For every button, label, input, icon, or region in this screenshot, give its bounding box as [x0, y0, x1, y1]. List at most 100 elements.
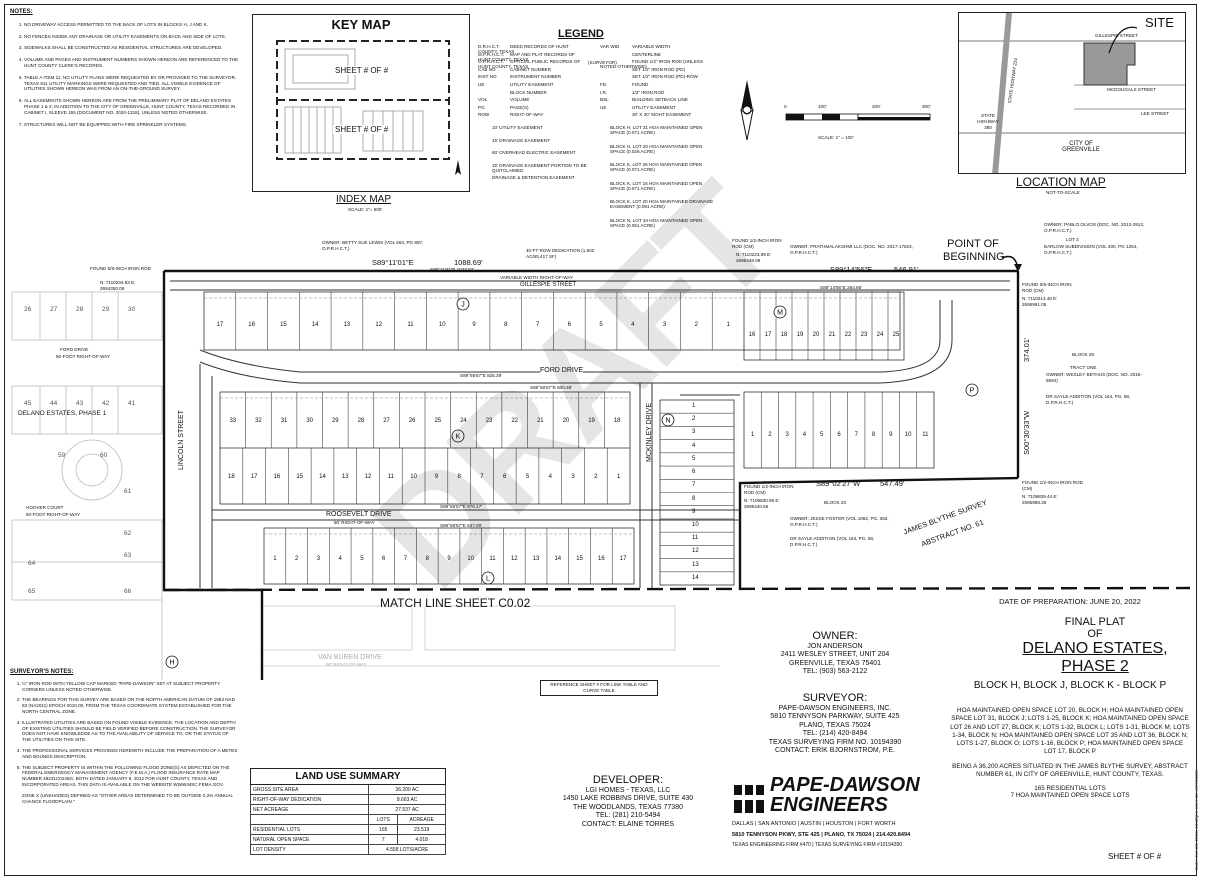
- land-use-cell: [249, 814, 370, 825]
- lot-number: 7: [854, 432, 858, 438]
- found-rod-1: FOUND 5/8-INCH IRON ROD: [90, 266, 151, 271]
- legend-row-abbr: FD.: [600, 82, 608, 87]
- ford-drive-label: FORD DRIVE: [540, 367, 584, 374]
- lot-number: 18: [228, 474, 235, 480]
- legend-row-abbr: M.P.R.H.C.T.: [478, 51, 505, 57]
- lot-number: 4: [548, 474, 552, 480]
- contact-line: THE WOODLANDS, TEXAS 77380: [573, 803, 683, 811]
- lot-number: 15: [280, 322, 287, 328]
- lot-number: 19: [588, 418, 595, 424]
- lot-number: 5: [360, 556, 364, 562]
- scale-tick-0: 0: [784, 104, 787, 109]
- lot-number: 16: [598, 556, 605, 562]
- block-letter: J: [461, 302, 465, 309]
- land-use-cell: 8.663 AC: [368, 794, 446, 805]
- legend-row-abbr: BSL: [600, 97, 609, 103]
- lot-number: 4: [802, 432, 807, 438]
- pape-dawson-cities: DALLAS | SAN ANTONIO | AUSTIN | HOUSTON …: [732, 821, 896, 827]
- phase-1-lot-number: 66: [124, 588, 132, 595]
- lot-number: 10: [904, 432, 912, 438]
- location-highway: STATE HIGHWAY 380: [977, 113, 999, 130]
- contact-line: LGI HOMES - TEXAS, LLC: [585, 787, 671, 794]
- lot-number: 8: [871, 432, 876, 438]
- note-item: SIDEWALKS SHALL BE CONSTRUCTED AS RESIDE…: [24, 45, 240, 51]
- legend-row-desc: DEED RECORDS OF HUNT COUNTY, TEXAS: [478, 44, 569, 55]
- contact-line: 1450 LAKE ROBBINS DRIVE, SUITE 430: [562, 795, 694, 803]
- lot-number: 25: [892, 332, 900, 338]
- north-arrow-icon: [740, 80, 754, 140]
- lot-number: 11: [407, 322, 414, 328]
- index-map-scale: SCALE: 1"= 600': [348, 207, 383, 212]
- phase-1-lot-number: 26: [24, 306, 32, 313]
- land-use-cell: 23.519: [397, 824, 446, 835]
- plat-sheet-border: [4, 4, 1197, 876]
- dr-sayle-addition-1: DR SAYLE ADDITION (VOL 164, PG. 88, D.P.…: [1046, 394, 1131, 405]
- gillespie-street-label: GILLESPIE STREET: [520, 282, 577, 288]
- bearing-east: S00°30'33"W: [1022, 410, 1031, 455]
- legend-row-desc: RIGHT-OF-WAY: [510, 112, 544, 118]
- surveyor-block: SURVEYOR: PAPE-DAWSON ENGINEERS, INC.581…: [740, 692, 930, 755]
- lot-number: 29: [331, 418, 339, 424]
- lot-number: 2: [768, 432, 772, 438]
- legend-row-desc: CENTERLINE: [632, 51, 662, 57]
- lot-number: 23: [860, 332, 868, 338]
- point-of-beginning-label: POINT OF BEGINNING: [943, 238, 1005, 263]
- land-use-cell: 27.537 AC: [368, 804, 446, 815]
- contact-line: PLANO, TEXAS 75024: [799, 721, 871, 729]
- contact-line: JON ANDERSON: [807, 643, 863, 650]
- owner-olvos: OWNER: PABLO OLVOS (DOC. NO. 2012-2913, …: [1044, 222, 1145, 233]
- surveyor-notes-panel: SURVEYOR'S NOTES: ½" IRON ROD WITH YELLO…: [10, 669, 238, 804]
- lot-number: 18: [780, 332, 788, 338]
- contact-line: 2411 WESLEY STREET, UNIT 204: [780, 651, 890, 659]
- contact-line: CONTACT: ELAINE TORRES: [581, 820, 675, 828]
- legend-hoa-item: BLOCK H, LOT 31 HOA MAINTAINED OPEN SPAC…: [610, 125, 703, 136]
- land-use-title: LAND USE SUMMARY: [250, 768, 446, 785]
- lot-number: 17: [619, 556, 627, 562]
- block-29-label: BLOCK 29: [1072, 352, 1094, 357]
- lot-number: 8: [425, 556, 429, 562]
- lot-number: 21: [828, 332, 836, 338]
- land-use-cell: NATURAL OPEN SPACE: [249, 834, 370, 845]
- location-street-mcdougals: MCDOUGALS STREET: [1107, 87, 1157, 92]
- phase-1-lot-number: 41: [128, 400, 136, 407]
- lot-number: 2: [594, 474, 598, 480]
- legend-hoa-item: BLOCK N, LOT 34 HOA MAINTAINED OPEN SPAC…: [610, 217, 703, 228]
- legend-row: CENTERLINE: [600, 52, 716, 57]
- land-use-cell: 4.018: [397, 834, 446, 845]
- lot-number: 22: [844, 332, 852, 338]
- ford-drive-west-label: FORD DRIVE: [60, 347, 89, 352]
- contact-line: CONTACT: ERIK BJORNSTROM, P.E.: [775, 747, 895, 755]
- lot-number: 9: [692, 508, 696, 515]
- legend-row-desc: OFFICIAL PUBLIC RECORDS OF HUNT COUNTY, …: [478, 59, 581, 70]
- land-use-cell: NET ACREAGE: [249, 804, 370, 815]
- location-map: SITE GILLESPIE STREET MCDOUGALS STREET L…: [958, 12, 1186, 174]
- legend-row-desc: 30' X 30' SIGHT EASEMENT: [632, 112, 692, 118]
- phase-1-lot-number: 44: [50, 400, 58, 407]
- reference-sheet-note: REFERENCE SHEET # FOR LINE TABLE AND CUR…: [540, 680, 658, 696]
- lot-number: 11: [692, 535, 699, 542]
- scale-label: SCALE: 1" = 100': [818, 135, 854, 140]
- lot-number: 16: [748, 332, 756, 338]
- title-block: DATE OF PREPARATION: JUNE 20, 2022 FINAL…: [950, 597, 1190, 799]
- key-map-sheet-1: SHEET # OF #: [333, 66, 391, 75]
- block-letter: P: [970, 388, 975, 395]
- side-stamp: Date: Jun 20, 2022, 12:49pm User ID: eER…: [1194, 769, 1199, 870]
- lot-number: 10: [467, 556, 475, 562]
- phase-1-lot-number: 61: [124, 488, 132, 495]
- lot-number: 28: [357, 418, 365, 424]
- lot-number: 12: [692, 548, 699, 555]
- plat-blocks: BLOCK H, BLOCK J, BLOCK K - BLOCK P: [973, 680, 1167, 691]
- gillespie-row-label: VARIABLE WIDTH RIGHT-OF-WAY: [500, 275, 574, 280]
- lot-number: 5: [525, 474, 530, 480]
- bearing-inner-3: S89°56'57"E 637.00': [440, 523, 483, 528]
- legend-row-desc: BLOCK NUMBER: [510, 89, 547, 95]
- legend-row-abbr: ROW: [478, 112, 490, 118]
- found-rod-1-coords: N: 7110234.83 E: 2694350.08: [100, 280, 136, 291]
- lot-number: 1: [750, 432, 755, 438]
- legend-hoa-item: BLOCK K, LOT 20 HOA MAINTAINED DRAINAGE …: [610, 199, 714, 210]
- plat-name-1: DELANO ESTATES,: [1022, 640, 1168, 657]
